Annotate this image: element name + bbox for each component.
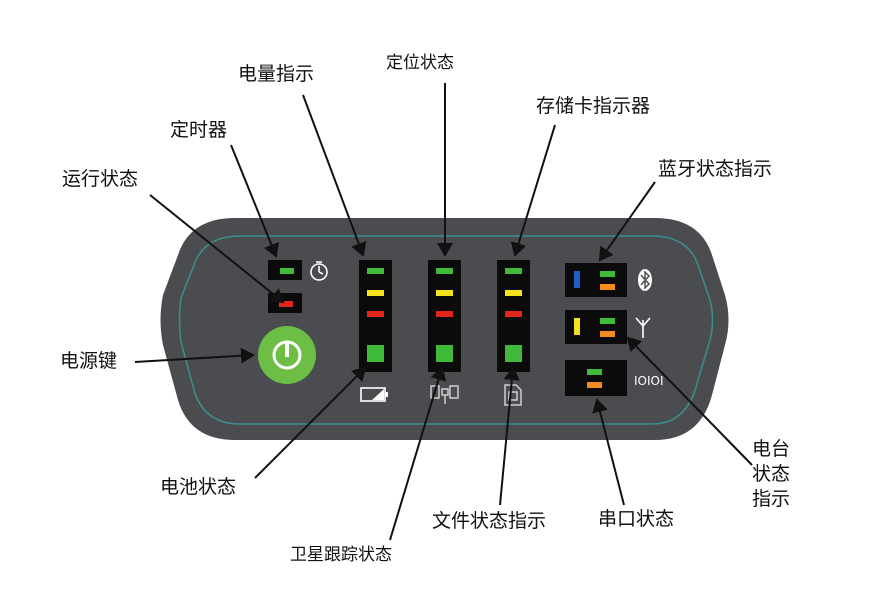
label-satellite-tracking: 卫星跟踪状态	[290, 545, 392, 565]
label-power-key: 电源键	[60, 350, 118, 372]
antenna-icon	[635, 317, 651, 338]
label-serial-status: 串口状态	[598, 508, 675, 530]
arrow-battery-level	[302, 94, 367, 257]
label-radio-status: 电台 状态 指示	[752, 440, 790, 509]
arrow-battery-status	[254, 366, 367, 479]
battery-icon	[360, 387, 388, 402]
label-battery-status: 电池状态	[160, 476, 237, 498]
label-radio-status-line3: 指示	[752, 488, 791, 510]
power-icon-bar	[285, 343, 289, 357]
arrow-serial-status	[592, 398, 625, 506]
position-led-red	[436, 311, 453, 317]
radio-led-orange	[600, 331, 615, 337]
satellite-tracking-led	[436, 345, 453, 362]
battery-status-led	[367, 345, 384, 362]
label-bluetooth-status: 蓝牙状态指示	[658, 158, 773, 180]
file-status-led	[505, 345, 522, 362]
file-icon	[504, 384, 522, 406]
power-icon-ring	[272, 340, 302, 370]
bluetooth-led-green	[600, 271, 615, 277]
battery-led-red	[367, 311, 384, 317]
arrow-bluetooth-status	[598, 181, 656, 262]
radio-led-green	[600, 318, 615, 324]
storage-led-green	[505, 268, 522, 274]
arrow-timer	[230, 144, 279, 258]
battery-led-yellow	[367, 290, 384, 296]
running-led	[279, 301, 293, 307]
label-radio-status-line2: 状态	[752, 463, 791, 485]
position-led-yellow	[436, 290, 453, 296]
position-led-green	[436, 268, 453, 274]
satellite-icon	[430, 385, 459, 404]
label-file-status: 文件状态指示	[432, 510, 547, 532]
label-running-status: 运行状态	[62, 168, 139, 190]
timer-icon	[310, 261, 328, 281]
serial-led-box	[565, 360, 627, 396]
label-radio-status-line1: 电台	[752, 438, 791, 460]
timer-led	[280, 268, 294, 274]
arrow-radio-status	[626, 336, 753, 466]
bluetooth-icon	[638, 269, 652, 291]
arrow-running-status	[149, 194, 285, 304]
radio-led-yellow	[574, 318, 580, 335]
label-battery-level: 电量指示	[238, 63, 315, 85]
arrow-storage-card	[510, 124, 556, 257]
label-position-status: 定位状态	[386, 53, 454, 73]
serial-led-green	[587, 369, 602, 375]
serial-led-orange	[587, 382, 602, 388]
arrow-file-status	[499, 366, 520, 506]
label-storage-card: 存储卡指示器	[536, 95, 651, 117]
storage-led-yellow	[505, 290, 522, 296]
battery-led-green	[367, 268, 384, 274]
bluetooth-led-blue	[574, 271, 580, 288]
arrow-satellite-tracking	[389, 366, 447, 541]
arrow-power-key	[134, 347, 255, 364]
device-panel-outline	[178, 235, 714, 425]
serial-icon-text: IOIOI	[634, 374, 664, 388]
bluetooth-led-orange	[600, 284, 615, 290]
storage-led-red	[505, 311, 522, 317]
label-timer: 定时器	[170, 119, 228, 141]
